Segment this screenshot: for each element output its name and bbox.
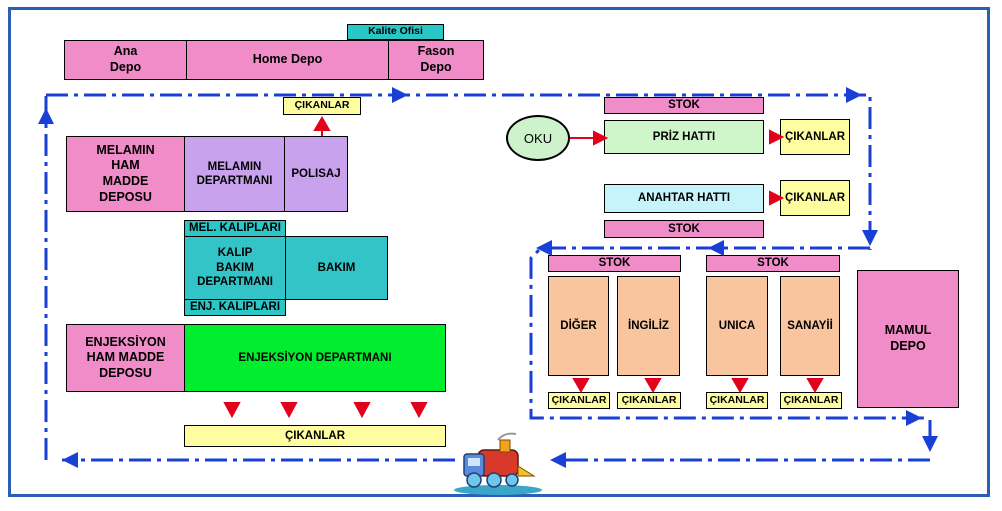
red-arrow-oku (594, 132, 606, 144)
arrow-right-down (862, 230, 878, 246)
arrow-top-right (846, 87, 862, 103)
arrow-left-up (38, 108, 54, 124)
red-arrow-diger (574, 379, 588, 391)
red-arrow-sanayii (808, 379, 822, 391)
red-arrow-enj-1 (225, 403, 239, 416)
flow-line-top (46, 95, 870, 250)
red-arrow-priz (770, 131, 782, 143)
arrow-inner-bottom-right (906, 410, 922, 426)
arrow-inner-mid (708, 240, 724, 256)
arrow-inner-left (536, 240, 552, 256)
red-arrow-anahtar (770, 192, 782, 204)
red-arrow-polisaj (315, 118, 329, 130)
toy-train-icon (454, 434, 542, 495)
red-arrow-enj-4 (412, 403, 426, 416)
arrow-top-mid (392, 87, 408, 103)
arrow-left-bottom (62, 452, 78, 468)
red-arrow-enj-3 (355, 403, 369, 416)
arrow-bottom-right (550, 452, 566, 468)
flow-line-inner-top (531, 248, 925, 418)
arrow-corner-down (922, 436, 938, 452)
red-arrow-ingiliz (646, 379, 660, 391)
red-arrow-enj-2 (282, 403, 296, 416)
red-arrow-unica (733, 379, 747, 391)
